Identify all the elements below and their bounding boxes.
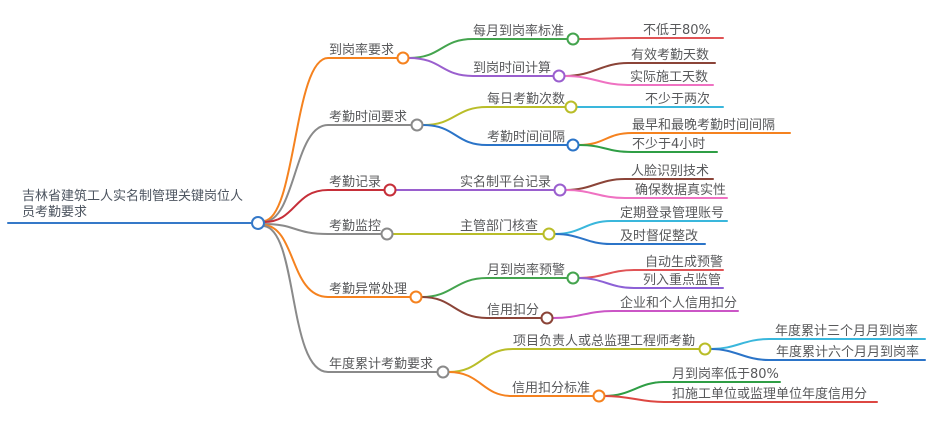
- branch-link: [422, 106, 566, 126]
- mindmap-node-label[interactable]: 年度累计六个月月到岗率: [776, 345, 920, 360]
- branch-link: [263, 224, 411, 298]
- branch-link: [263, 57, 398, 222]
- mindmap-node-label[interactable]: 人脸识别技术: [631, 164, 710, 179]
- branch-link: [408, 57, 554, 77]
- collapse-handle[interactable]: [698, 342, 712, 356]
- branch-link: [448, 371, 594, 397]
- collapse-handle[interactable]: [566, 32, 580, 46]
- mindmap-node-label[interactable]: 年度累计三个月月到岗率: [775, 324, 919, 339]
- branch-link: [578, 144, 718, 153]
- collapse-handle[interactable]: [396, 51, 410, 65]
- mindmap-node-label[interactable]: 考勤时间要求: [329, 110, 408, 125]
- mindmap-node-label[interactable]: 考勤时间间隔: [487, 130, 566, 145]
- mindmap-node-label[interactable]: 不少于两次: [645, 92, 711, 107]
- mindmap-node-label[interactable]: 自动生成预警: [645, 255, 724, 270]
- collapse-handle[interactable]: [380, 227, 394, 241]
- branch-link: [578, 277, 724, 289]
- branch-link: [604, 395, 878, 403]
- mindmap-node-label[interactable]: 有效考勤天数: [631, 48, 710, 63]
- mindmap-node-label[interactable]: 不低于80%: [643, 23, 711, 38]
- collapse-handle[interactable]: [540, 311, 554, 325]
- mindmap-node-label[interactable]: 年度累计考勤要求: [329, 357, 434, 372]
- collapse-handle[interactable]: [436, 365, 450, 379]
- mindmap-node-label[interactable]: 到岗率要求: [329, 43, 395, 58]
- mindmap-node-label[interactable]: 确保数据真实性: [635, 183, 727, 198]
- mindmap-node-label[interactable]: 项目负责人或总监理工程师考勤: [513, 334, 696, 349]
- branch-link: [421, 277, 568, 298]
- branch-link: [565, 189, 728, 199]
- branch-link: [263, 124, 412, 223]
- mindmap-node-label[interactable]: 考勤记录: [329, 175, 382, 190]
- branch-link: [422, 124, 568, 146]
- branch-link: [263, 189, 385, 223]
- collapse-handle[interactable]: [542, 227, 556, 241]
- mindmap-node-label[interactable]: 扣施工单位或监理单位年度信用分: [672, 387, 868, 402]
- collapse-handle[interactable]: [564, 100, 578, 114]
- branch-link: [552, 310, 739, 319]
- mindmap-node-label[interactable]: 主管部门核查: [460, 219, 539, 234]
- mindmap-node-label[interactable]: 月到岗率低于80%: [672, 367, 779, 382]
- collapse-handle[interactable]: [383, 183, 397, 197]
- branch-link: [578, 37, 724, 40]
- collapse-handle[interactable]: [566, 138, 580, 152]
- branch-link: [554, 233, 706, 245]
- collapse-handle[interactable]: [553, 183, 567, 197]
- mindmap-node-label[interactable]: 每月到岗率标准: [473, 24, 565, 39]
- mindmap-node-label[interactable]: 考勤监控: [329, 219, 382, 234]
- collapse-handle[interactable]: [552, 69, 566, 83]
- collapse-handle[interactable]: [592, 389, 606, 403]
- branch-link: [263, 225, 438, 373]
- collapse-handle[interactable]: [566, 271, 580, 285]
- branch-link: [263, 223, 382, 235]
- mindmap-node-label[interactable]: 实际施工天数: [630, 70, 709, 85]
- mindmap-node-label[interactable]: 企业和个人信用扣分: [620, 296, 738, 311]
- branch-link: [448, 348, 700, 373]
- mindmap-node-label[interactable]: 信用扣分标准: [512, 381, 591, 396]
- branch-link: [408, 38, 568, 59]
- branch-link: [710, 348, 926, 361]
- mindmap-node-label[interactable]: 最早和最晚考勤时间间隔: [632, 118, 776, 133]
- root-node-label[interactable]: 吉林省建筑工人实名制管理关键岗位人员考勤要求: [22, 189, 244, 220]
- mindmap-node-label[interactable]: 实名制平台记录: [460, 175, 552, 190]
- collapse-handle[interactable]: [409, 290, 423, 304]
- mindmap-node-label[interactable]: 及时督促整改: [620, 229, 699, 244]
- mindmap-node-label[interactable]: 信用扣分: [487, 303, 540, 318]
- mindmap-node-label[interactable]: 列入重点监管: [643, 273, 722, 288]
- mindmap-node-label[interactable]: 定期登录管理账号: [620, 206, 725, 221]
- mindmap-node-label[interactable]: 不少于4小时: [632, 137, 706, 152]
- branch-link: [564, 75, 714, 86]
- mindmap-node-label[interactable]: 考勤异常处理: [329, 282, 408, 297]
- mindmap-node-label[interactable]: 月到岗率预警: [487, 263, 566, 278]
- branch-link: [421, 296, 542, 319]
- mindmap-node-label[interactable]: 到岗时间计算: [473, 61, 552, 76]
- collapse-handle[interactable]: [410, 118, 424, 132]
- root-collapse-handle[interactable]: [251, 216, 265, 230]
- mindmap-node-label[interactable]: 每日考勤次数: [487, 92, 566, 107]
